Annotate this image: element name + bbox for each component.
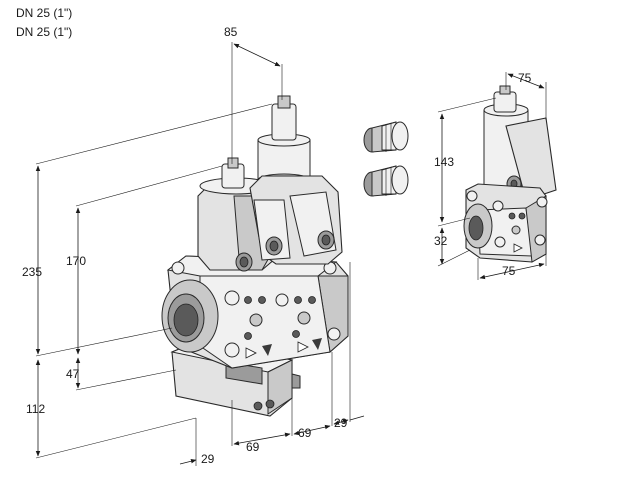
single-valve	[463, 85, 557, 263]
dim-75-bottom: 75	[477, 254, 547, 280]
bolt-icon	[275, 293, 289, 307]
loose-cable-glands	[363, 121, 409, 197]
right-solenoid	[249, 95, 343, 265]
test-nipple-icon	[297, 311, 311, 325]
dim-85: 85	[224, 25, 283, 164]
dim-32-label: 32	[434, 234, 448, 248]
flow-arrow-icon	[513, 243, 523, 253]
header-line-2: DN 25 (1")	[16, 25, 73, 39]
dim-69-a-label: 69	[246, 440, 260, 454]
valve-body	[161, 255, 349, 369]
pressure-port-icon	[258, 296, 266, 304]
bolt-icon	[466, 190, 478, 202]
bolt-icon	[224, 290, 240, 306]
dim-29-left-label: 29	[201, 452, 215, 466]
flow-arrow-icon	[245, 347, 257, 359]
bolt-icon	[492, 200, 504, 212]
flow-arrow-icon	[297, 341, 309, 353]
dim-47-label: 47	[66, 367, 80, 381]
dim-29-right-label: 29	[334, 416, 348, 430]
dim-170: 170	[66, 165, 223, 355]
marker-icon	[312, 338, 322, 350]
dim-32: 32	[434, 217, 471, 267]
dim-235: 235	[22, 103, 273, 357]
screw-icon	[265, 399, 275, 409]
cable-gland-top	[363, 121, 409, 153]
pressure-port-icon	[244, 296, 252, 304]
dim-143: 143	[434, 97, 497, 223]
coil-connector	[493, 91, 517, 113]
bolt-icon	[536, 196, 548, 208]
dim-170-label: 170	[66, 254, 86, 268]
cable-gland-bottom	[363, 165, 409, 197]
pressure-port-icon	[294, 296, 302, 304]
dim-69-b-label: 69	[298, 426, 312, 440]
bolt-icon	[327, 327, 341, 341]
bolt-icon	[494, 236, 506, 248]
marker-icon	[262, 344, 272, 356]
pressure-port-icon	[308, 296, 316, 304]
dim-143-label: 143	[434, 155, 454, 169]
dim-75-bottom-label: 75	[502, 264, 516, 278]
dim-47: 47	[66, 357, 177, 391]
double-valve-assembly	[161, 95, 349, 417]
dim-112-label: 112	[26, 402, 45, 416]
bolt-icon	[534, 234, 546, 246]
dim-75-top: 75	[505, 71, 547, 120]
dim-85-label: 85	[224, 25, 238, 39]
coil-connector	[271, 103, 297, 141]
dim-bottom: 29 69 69 29	[179, 262, 365, 466]
test-nipple-icon	[249, 313, 263, 327]
dim-235-label: 235	[22, 265, 42, 279]
header-line-1: DN 25 (1")	[16, 6, 73, 20]
dim-75-top-label: 75	[518, 71, 532, 85]
dim-112: 112	[26, 359, 197, 459]
bolt-icon	[171, 261, 185, 275]
bolt-icon	[224, 342, 240, 358]
screw-icon	[253, 401, 263, 411]
